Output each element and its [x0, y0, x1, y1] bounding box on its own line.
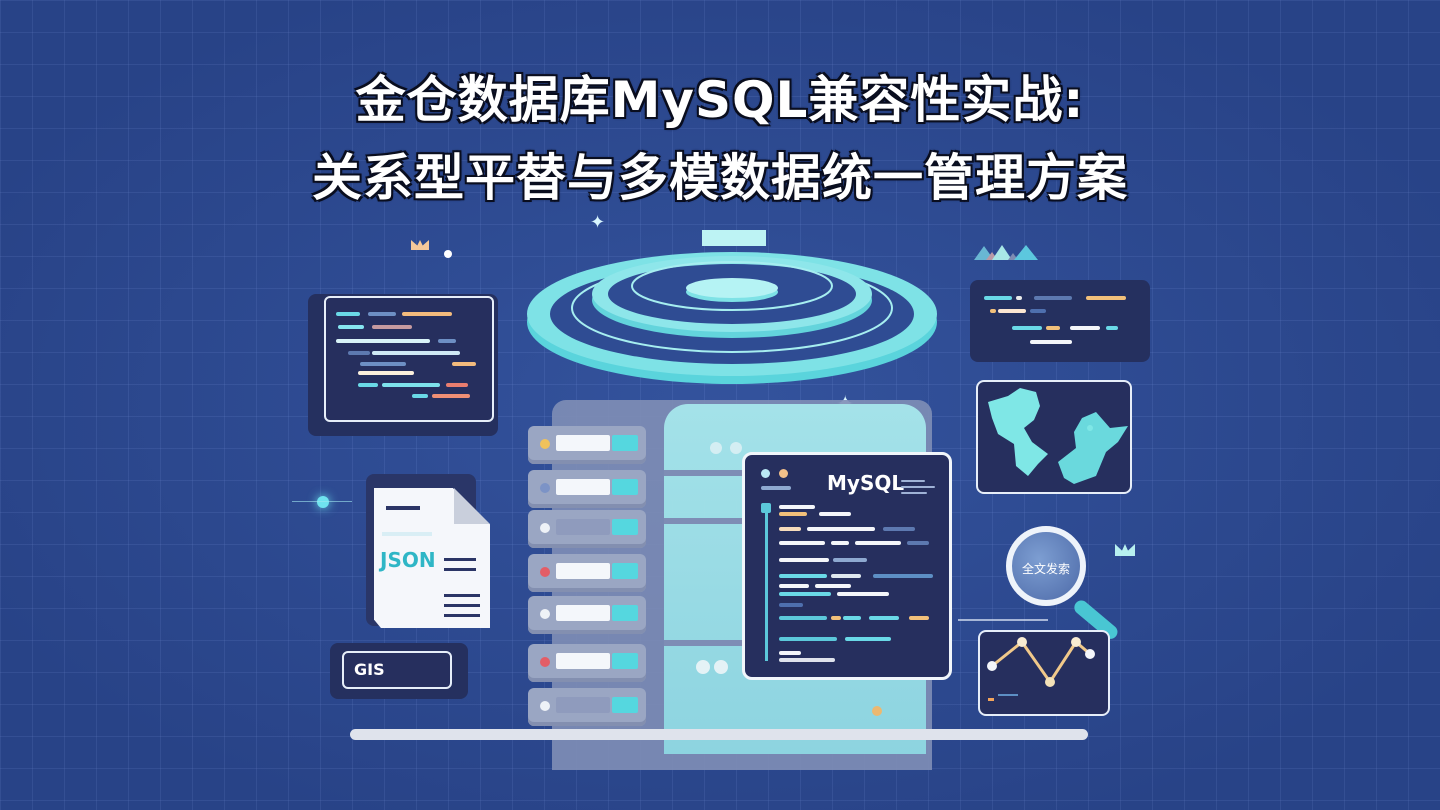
connector-line — [958, 619, 1048, 621]
server-unit — [528, 426, 646, 464]
mysql-label: MySQL — [827, 471, 905, 495]
crown-icon — [1115, 544, 1135, 556]
node-dot-icon — [317, 496, 329, 508]
hologram-rings — [522, 222, 942, 392]
json-label: JSON — [380, 548, 436, 572]
crown-icon — [411, 240, 429, 250]
server-unit — [528, 510, 646, 548]
dot-icon — [444, 250, 452, 258]
server-unit — [528, 688, 646, 726]
map-panel — [976, 380, 1132, 494]
gis-label: GIS — [354, 660, 385, 679]
base-shelf — [350, 729, 1088, 740]
search-label: 全文发索 — [1022, 562, 1071, 576]
server-unit — [528, 596, 646, 634]
line-chart-panel — [978, 630, 1110, 716]
search-magnifier-icon: 全文发索 — [1006, 526, 1086, 606]
json-document: JSON — [374, 488, 490, 628]
code-panel-left — [308, 294, 498, 436]
sparkle-icon: ✦ — [590, 212, 606, 233]
server-unit — [528, 470, 646, 508]
title-line-1: 金仓数据库MySQL兼容性实战: — [355, 71, 1085, 129]
mountain-icon — [974, 244, 1044, 260]
map-regions-icon — [988, 388, 1128, 484]
gis-panel: GIS — [330, 643, 468, 699]
server-unit — [528, 644, 646, 682]
title-line-2: 关系型平替与多模数据统一管理方案 — [312, 149, 1128, 207]
connector-line — [292, 501, 352, 502]
mysql-panel: MySQL — [742, 452, 952, 680]
server-unit — [528, 554, 646, 592]
code-panel-right — [970, 280, 1150, 362]
